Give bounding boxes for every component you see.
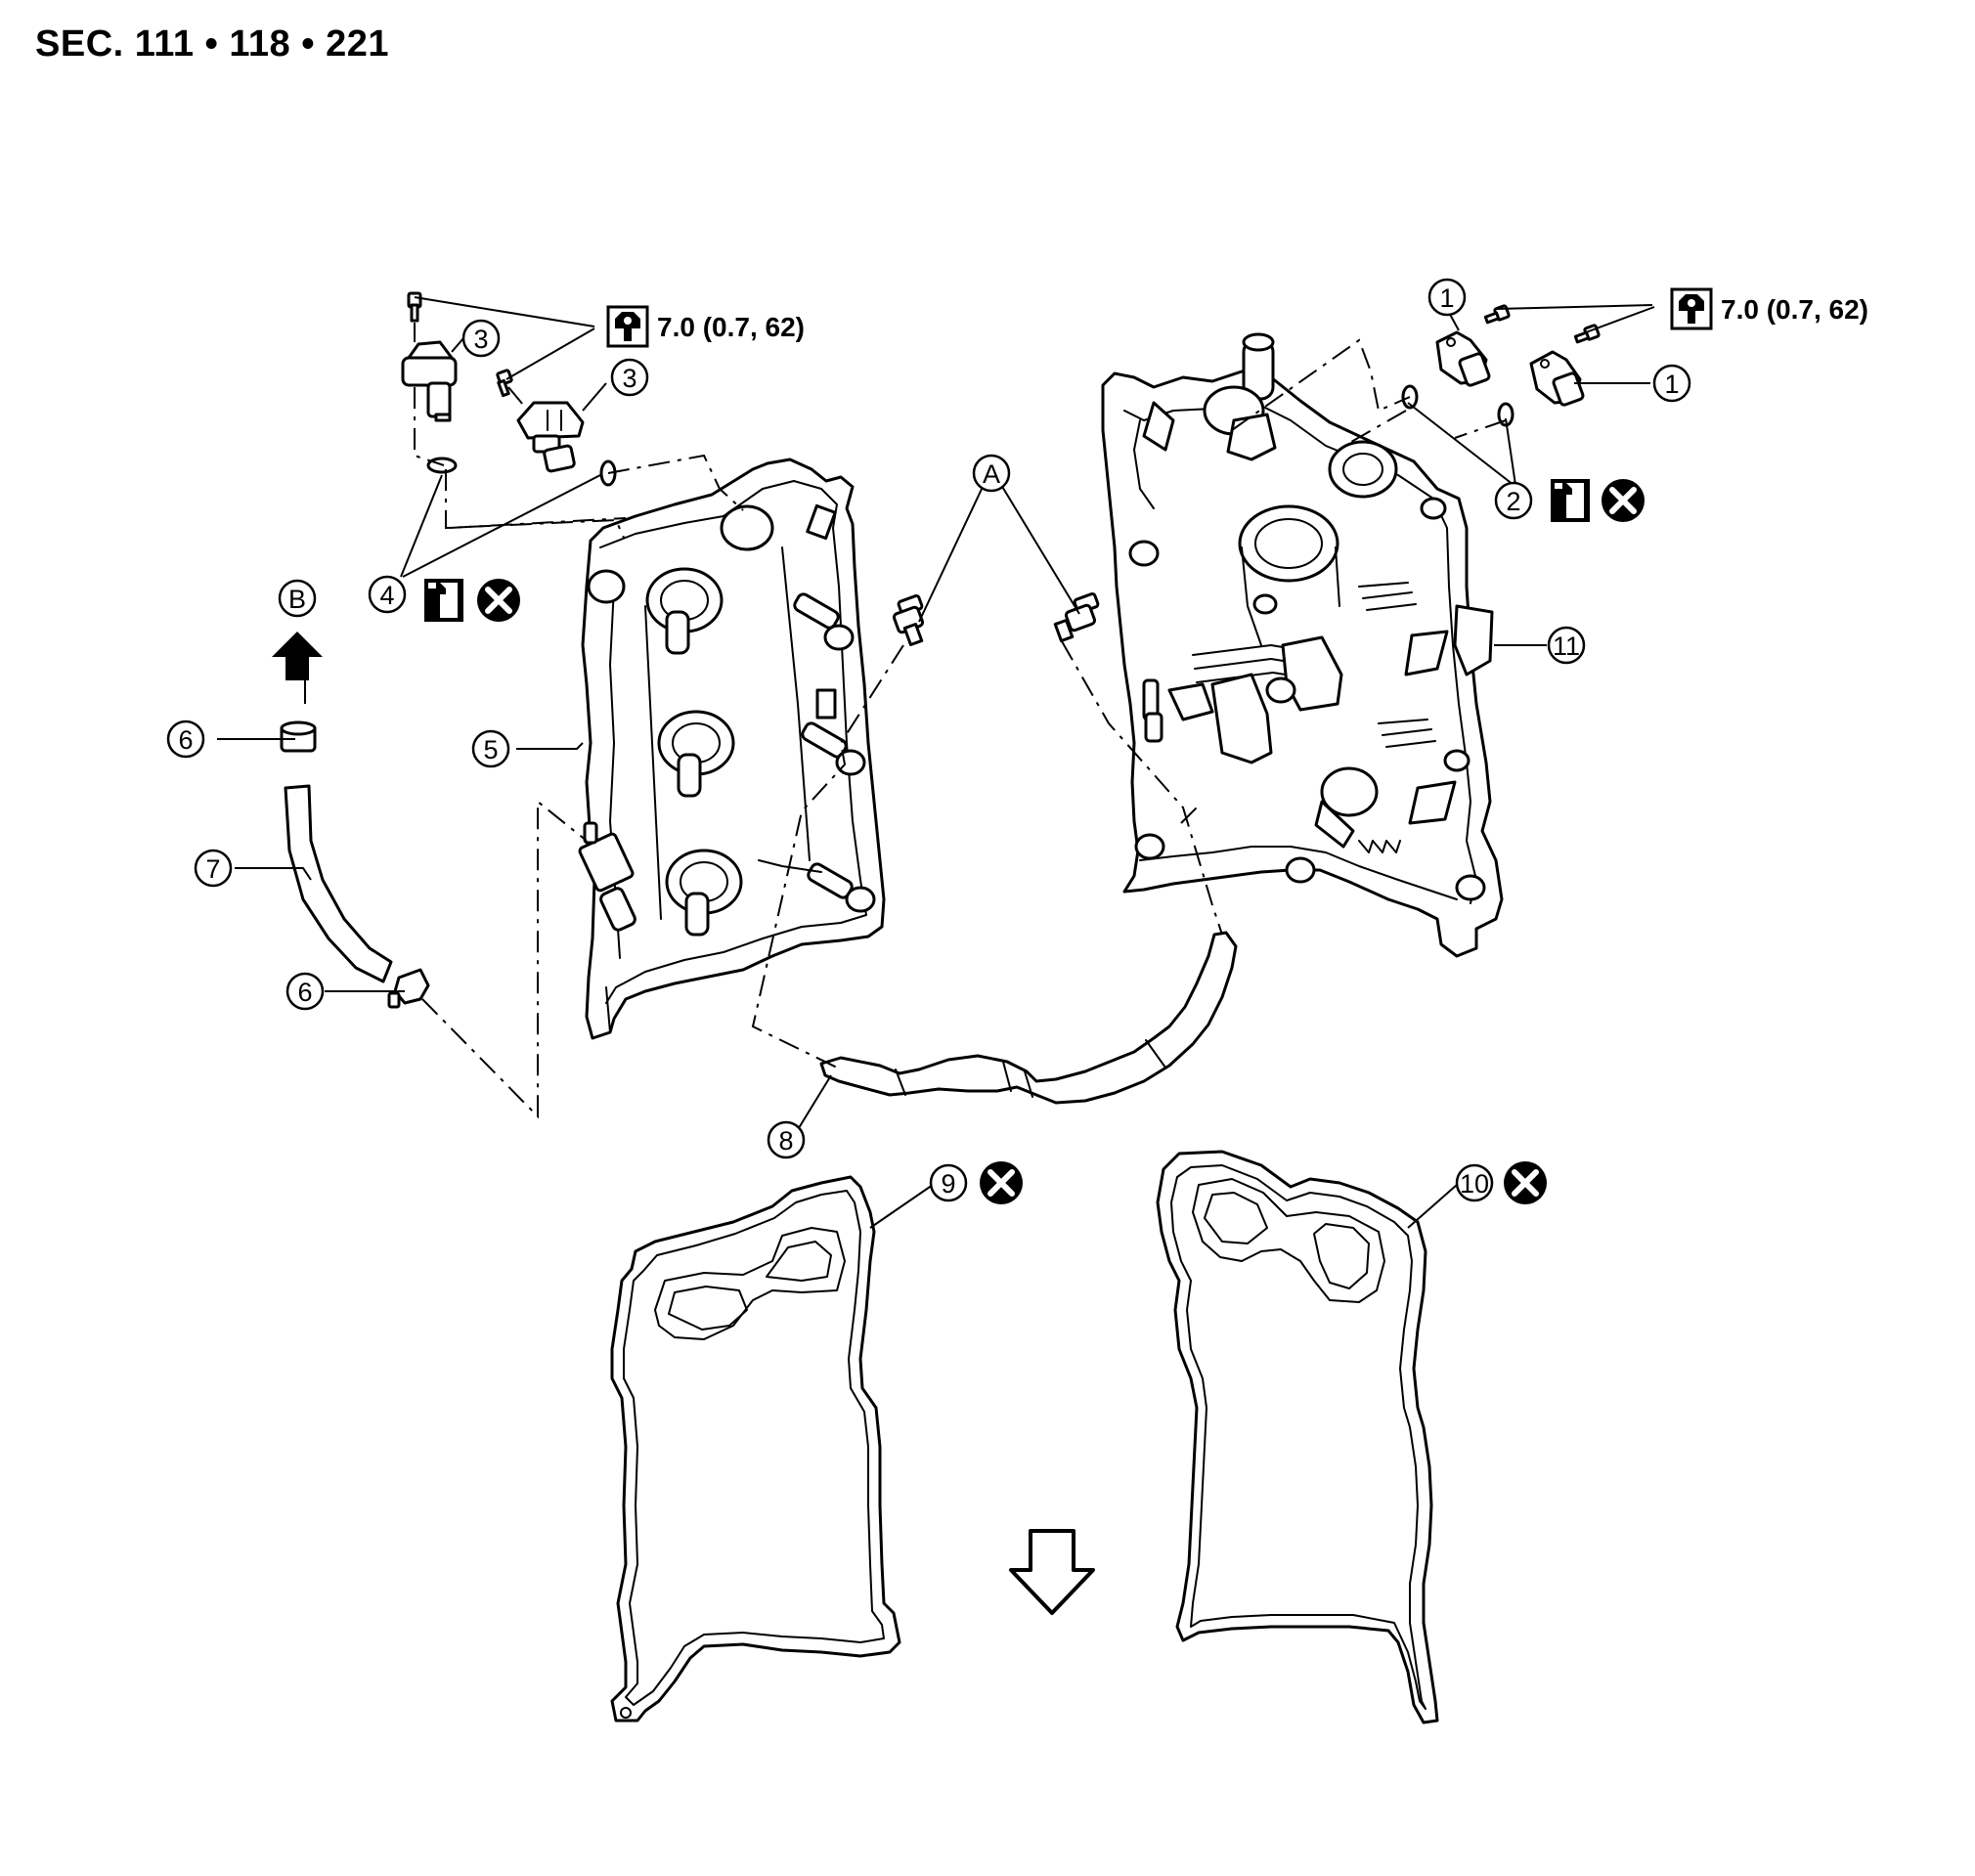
callout-9: 9 <box>929 1163 968 1202</box>
callout-4: 4 <box>368 575 407 614</box>
torque-spec-left: 7.0 (0.7, 62) <box>606 305 805 348</box>
svg-text:6: 6 <box>297 978 312 1007</box>
svg-text:6: 6 <box>178 725 193 755</box>
svg-text:A: A <box>983 459 1000 489</box>
plug-tube-3 <box>665 849 743 937</box>
svg-text:8: 8 <box>778 1126 793 1156</box>
callout-11: 11 <box>1547 626 1586 665</box>
section-title: SEC. 111 • 118 • 221 <box>35 23 390 65</box>
callout-7: 7 <box>194 849 233 888</box>
svg-text:4: 4 <box>379 581 394 610</box>
svg-text:B: B <box>288 585 306 614</box>
right-rocker-cover <box>1101 332 1504 958</box>
svg-text:9: 9 <box>941 1169 955 1199</box>
assembly-lines <box>414 323 1507 1119</box>
do-not-reuse-x-icon <box>477 579 520 622</box>
callout-1b: 1 <box>1652 364 1691 403</box>
wrench-torque-icon <box>606 305 649 348</box>
svg-text:7.0 (0.7, 62): 7.0 (0.7, 62) <box>657 312 805 342</box>
svg-text:3: 3 <box>473 325 488 354</box>
bolts-1 <box>1483 304 1601 344</box>
svg-text:1: 1 <box>1439 284 1454 313</box>
front-arrow-down-icon <box>1009 1529 1095 1615</box>
callout-10: 10 <box>1455 1163 1494 1202</box>
do-not-reuse-x-icon <box>1602 479 1645 522</box>
pcv-valve-right <box>1053 592 1100 643</box>
breather-hose-7 <box>284 784 393 983</box>
svg-text:10: 10 <box>1460 1169 1489 1199</box>
sealant-tube-icon <box>424 579 463 622</box>
svg-text:3: 3 <box>622 364 636 393</box>
svg-text:5: 5 <box>483 735 498 764</box>
gasket-left-9 <box>610 1175 901 1723</box>
o-rings-4 <box>426 457 617 487</box>
svg-text:1: 1 <box>1664 370 1679 399</box>
do-not-reuse-x-icon <box>1504 1161 1547 1204</box>
camshaft-sensor-3a <box>401 340 458 422</box>
callout-A: A <box>972 454 1011 493</box>
wrench-torque-icon <box>1670 287 1713 330</box>
plug-tube-1 <box>645 567 724 655</box>
hose-clamp-lower-6 <box>387 968 430 1009</box>
svg-text:7.0 (0.7, 62): 7.0 (0.7, 62) <box>1721 294 1868 325</box>
sealant-tube-icon <box>1551 479 1590 522</box>
torque-spec-right: 7.0 (0.7, 62) <box>1670 287 1868 330</box>
svg-text:7: 7 <box>205 854 220 884</box>
svg-text:11: 11 <box>1553 632 1580 661</box>
svg-text:2: 2 <box>1506 487 1520 516</box>
callout-8: 8 <box>767 1120 806 1159</box>
callout-3b: 3 <box>610 358 649 397</box>
o-rings-2 <box>1401 384 1514 427</box>
do-not-reuse-x-icon <box>980 1161 1023 1204</box>
callout-6a: 6 <box>166 720 205 759</box>
blow-by-hose-8 <box>819 931 1238 1105</box>
callout-3a: 3 <box>461 319 501 358</box>
callout-1a: 1 <box>1427 278 1467 317</box>
callout-B: B <box>278 579 317 618</box>
callout-5: 5 <box>471 729 510 768</box>
callout-6b: 6 <box>285 972 325 1011</box>
arrow-up-icon <box>272 632 323 680</box>
hose-clamp-upper-6 <box>280 720 317 753</box>
left-rocker-cover <box>578 458 886 1040</box>
camshaft-sensor-1b <box>1529 350 1585 407</box>
callout-2: 2 <box>1494 481 1533 520</box>
plug-tube-2 <box>657 710 735 798</box>
pcv-valve-left <box>892 594 925 647</box>
camshaft-sensor-1a <box>1435 330 1491 387</box>
gasket-right-10 <box>1156 1150 1439 1724</box>
camshaft-sensor-3b <box>516 401 585 473</box>
